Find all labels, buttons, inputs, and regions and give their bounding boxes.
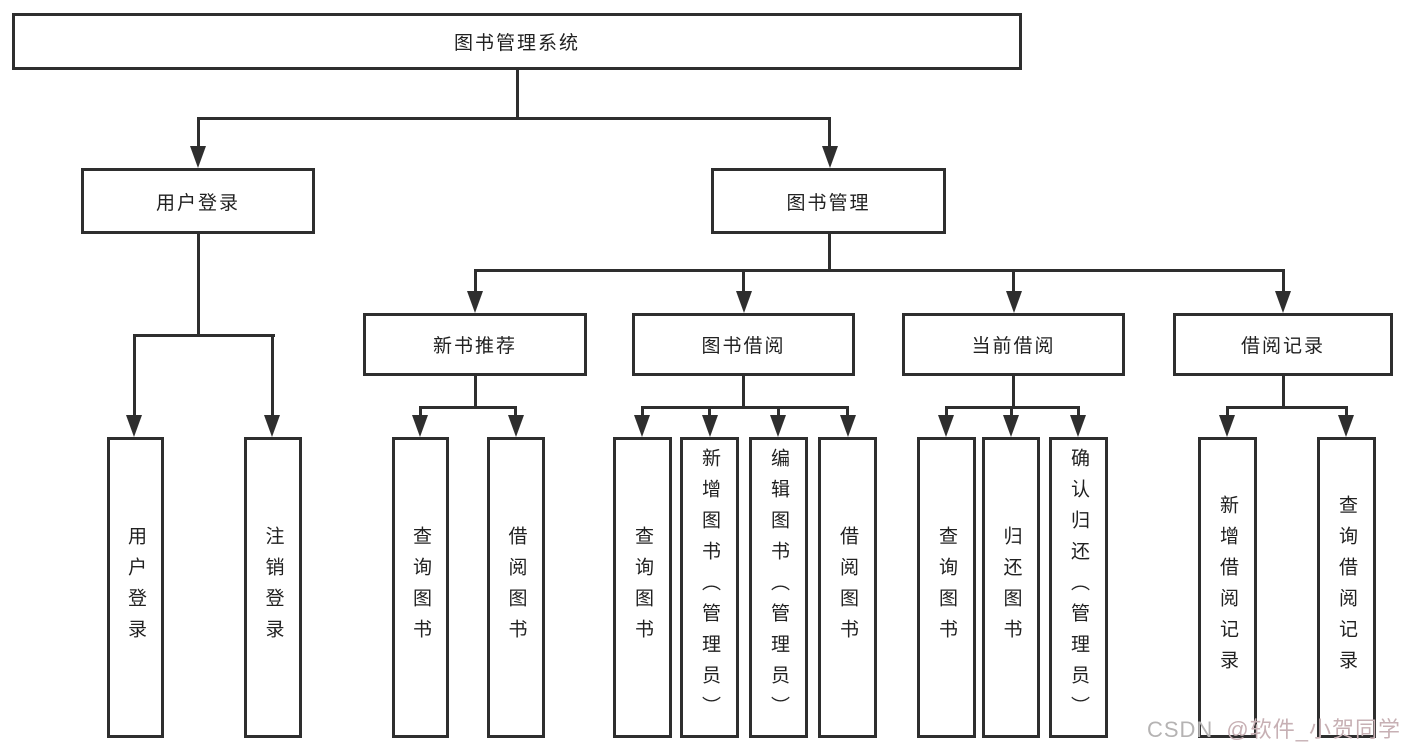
node-current-confirm-label: 确认归还（管理员）	[1068, 448, 1089, 727]
node-book-mgmt-label: 图书管理	[786, 192, 871, 214]
node-borrow-query: 查询图书	[613, 437, 672, 738]
connector-bookborrow-branch	[641, 406, 849, 409]
watermark: CSDN @软件_小贺同学	[1147, 712, 1401, 744]
arrow-down-icon	[840, 415, 856, 437]
connector-currentborrow-down	[1012, 376, 1015, 409]
arrow-down-icon	[770, 415, 786, 437]
connector-userlogin-branch	[133, 334, 275, 337]
arrow-down-icon	[736, 291, 752, 313]
node-current-return: 归还图书	[982, 437, 1040, 738]
node-borrow-record-label: 借阅记录	[1240, 336, 1325, 357]
arrow-down-icon	[1219, 415, 1235, 437]
arrow-down-icon	[467, 291, 483, 313]
connector-stem	[1077, 406, 1080, 418]
node-root-label: 图书管理系统	[453, 33, 580, 54]
connector-level3-branch	[474, 269, 1285, 272]
connector-stem	[708, 406, 711, 418]
node-user-login: 用户登录	[81, 168, 315, 234]
node-current-confirm: 确认归还（管理员）	[1049, 437, 1108, 738]
connector-userlogin-down	[197, 234, 200, 337]
arrow-down-icon	[508, 415, 524, 437]
arrow-down-icon	[1003, 415, 1019, 437]
node-current-query-label: 查询图书	[936, 525, 957, 650]
arrow-down-icon	[1070, 415, 1086, 437]
node-borrow-edit: 编辑图书（管理员）	[749, 437, 808, 738]
connector-stem	[846, 406, 849, 418]
node-current-borrow: 当前借阅	[902, 313, 1125, 376]
arrow-down-icon	[634, 415, 650, 437]
connector-bookmgmt-stem	[828, 117, 831, 149]
connector-stem	[777, 406, 780, 418]
node-borrow-query-label: 查询图书	[632, 525, 653, 650]
node-newbook-query-label: 查询图书	[410, 525, 431, 650]
arrow-down-icon	[1006, 291, 1022, 313]
node-root: 图书管理系统	[12, 13, 1022, 70]
node-new-book-label: 新书推荐	[432, 336, 517, 357]
node-newbook-borrow-label: 借阅图书	[505, 525, 527, 650]
connector-logout-stem	[271, 334, 274, 416]
arrow-down-icon	[822, 146, 838, 168]
node-login-label: 用户登录	[125, 525, 146, 650]
node-borrow-borrow-label: 借阅图书	[837, 525, 858, 650]
connector-root-stem	[516, 69, 519, 119]
connector-stem	[1226, 406, 1229, 418]
connector-stem	[945, 406, 948, 418]
node-record-add-label: 新增借阅记录	[1217, 494, 1238, 681]
node-borrow-add: 新增图书（管理员）	[680, 437, 739, 738]
node-current-borrow-label: 当前借阅	[971, 336, 1056, 357]
arrow-down-icon	[1275, 291, 1291, 313]
watermark-handle: @软件_小贺同学	[1226, 717, 1401, 742]
node-borrow-record: 借阅记录	[1173, 313, 1393, 376]
node-borrow-edit-label: 编辑图书（管理员）	[768, 448, 789, 727]
arrow-down-icon	[702, 415, 718, 437]
node-record-query: 查询借阅记录	[1317, 437, 1376, 738]
arrow-down-icon	[126, 415, 142, 437]
connector-stem	[419, 406, 422, 418]
node-newbook-borrow: 借阅图书	[487, 437, 545, 738]
node-book-borrow: 图书借阅	[632, 313, 855, 376]
connector-stem	[1010, 406, 1013, 418]
node-logout-label: 注销登录	[262, 525, 284, 650]
connector-stem	[1345, 406, 1348, 418]
connector-stem	[514, 406, 517, 418]
connector-currentborrow-stem	[1012, 269, 1015, 295]
connector-newbook-stem	[474, 269, 477, 295]
arrow-down-icon	[1338, 415, 1354, 437]
node-user-login-label: 用户登录	[155, 192, 240, 214]
connector-userlogin-stem	[197, 117, 200, 149]
connector-login-stem	[133, 334, 136, 416]
connector-bookmgmt-down	[828, 234, 831, 272]
node-login: 用户登录	[107, 437, 164, 738]
connector-bookborrow-down	[742, 376, 745, 409]
node-current-query: 查询图书	[917, 437, 976, 738]
node-borrow-add-label: 新增图书（管理员）	[699, 448, 720, 727]
arrow-down-icon	[190, 146, 206, 168]
connector-level2-branch	[197, 117, 831, 120]
node-current-return-label: 归还图书	[1000, 525, 1022, 650]
connector-borrowrecord-branch	[1226, 406, 1348, 409]
node-newbook-query: 查询图书	[392, 437, 449, 738]
connector-borrowrecord-down	[1282, 376, 1285, 409]
arrow-down-icon	[264, 415, 280, 437]
node-logout: 注销登录	[244, 437, 302, 738]
arrow-down-icon	[938, 415, 954, 437]
node-record-query-label: 查询借阅记录	[1336, 494, 1357, 681]
node-new-book: 新书推荐	[363, 313, 587, 376]
watermark-site: CSDN	[1146, 717, 1214, 742]
node-book-borrow-label: 图书借阅	[701, 336, 786, 357]
node-record-add: 新增借阅记录	[1198, 437, 1257, 738]
connector-bookborrow-stem	[742, 269, 745, 295]
connector-newbook-down	[474, 376, 477, 409]
connector-stem	[641, 406, 644, 418]
connector-newbook-branch	[419, 406, 517, 409]
connector-borrowrecord-stem	[1282, 269, 1285, 295]
arrow-down-icon	[412, 415, 428, 437]
node-book-mgmt: 图书管理	[711, 168, 946, 234]
node-borrow-borrow: 借阅图书	[818, 437, 877, 738]
